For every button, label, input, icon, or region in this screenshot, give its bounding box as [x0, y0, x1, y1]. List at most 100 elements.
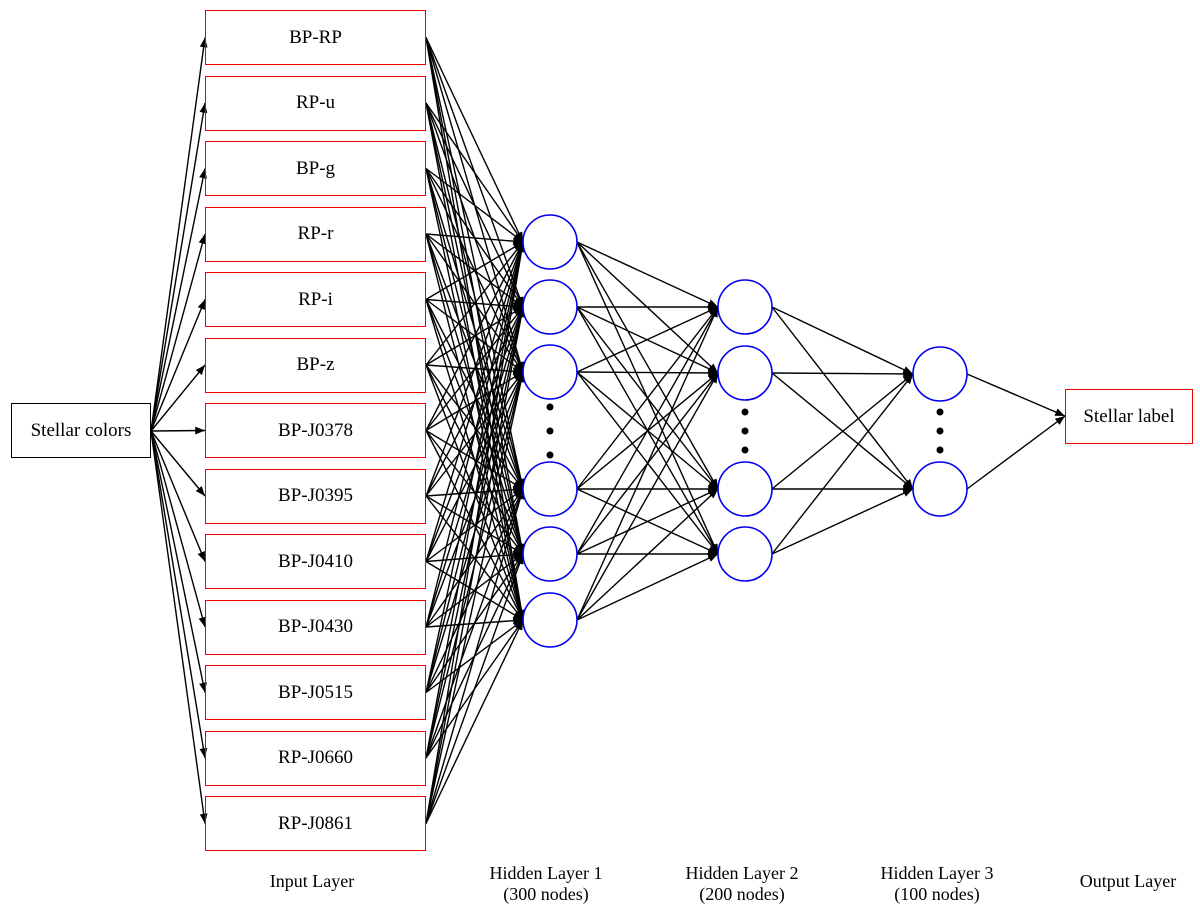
hidden1-ellipsis-dot	[546, 403, 554, 411]
edge-source-input	[150, 430, 207, 693]
edge-input-hidden1	[425, 488, 524, 693]
input-node: RP-i	[205, 272, 426, 327]
edge-input-hidden1	[425, 488, 524, 759]
edge-input-hidden1	[425, 306, 526, 824]
edge-hidden1-hidden2	[576, 306, 719, 373]
edge-hidden1-hidden2	[576, 553, 719, 621]
edge-hidden1-hidden2	[576, 306, 719, 555]
edge-input-hidden1	[425, 241, 524, 366]
input-node: BP-J0410	[205, 534, 426, 589]
edge-hidden2-hidden3	[771, 373, 914, 490]
hidden-layer-2-nodes: (200 nodes)	[699, 884, 785, 904]
input-node: BP-J0430	[205, 599, 426, 655]
edge-input-hidden1	[425, 364, 524, 490]
edge-input-hidden1	[425, 241, 526, 824]
edge-input-hidden1	[425, 37, 524, 243]
hidden1-neuron	[522, 592, 578, 648]
edge-hidden1-hidden2	[576, 241, 719, 490]
hidden3-neuron	[912, 346, 968, 402]
edge-input-hidden1	[425, 233, 524, 246]
output-layer-caption: Output Layer	[1079, 871, 1177, 891]
hidden3-ellipsis-dot	[936, 408, 944, 416]
hidden-layer-1-title: Hidden Layer 1	[489, 863, 603, 883]
hidden1-neuron	[522, 526, 578, 582]
input-layer-caption: Input Layer	[269, 871, 355, 891]
hidden3-neuron	[912, 461, 968, 517]
edge-hidden1-hidden2	[576, 488, 719, 621]
hidden1-neuron	[522, 214, 578, 270]
edge-source-input	[150, 37, 208, 432]
hidden-layer-1-nodes: (300 nodes)	[503, 884, 589, 904]
edge-source-input	[150, 430, 206, 562]
input-node: BP-g	[205, 141, 426, 196]
edge-hidden2-hidden3	[771, 306, 914, 375]
edge-input-hidden1	[425, 241, 524, 431]
input-node: BP-J0378	[205, 403, 426, 458]
edge-source-input	[150, 430, 208, 824]
hidden-layer-1-caption: Hidden Layer 1(300 nodes)	[456, 863, 636, 905]
edge-input-hidden1	[425, 241, 524, 562]
edge-input-hidden1	[425, 488, 524, 628]
edge-source-input	[150, 168, 207, 432]
edge-hidden1-hidden2	[576, 306, 719, 490]
edge-input-hidden1	[425, 241, 525, 693]
edge-source-input	[150, 299, 206, 432]
hidden3-ellipsis-dot	[936, 427, 944, 435]
input-node: BP-J0515	[205, 665, 426, 720]
edge-source-input	[150, 233, 207, 432]
edge-hidden1-hidden2	[576, 372, 719, 621]
edge-hidden1-hidden2	[576, 241, 719, 308]
edge-input-hidden1	[425, 488, 525, 824]
hidden1-neuron	[522, 279, 578, 335]
edge-hidden1-hidden2	[576, 306, 719, 621]
edge-input-hidden1	[425, 488, 524, 563]
edge-hidden1-hidden2	[576, 488, 719, 555]
input-node: BP-z	[205, 337, 426, 393]
edge-source-input	[150, 430, 207, 628]
source-node: Stellar colors	[11, 403, 151, 458]
hidden-layer-3-caption: Hidden Layer 3(100 nodes)	[847, 863, 1027, 905]
edge-hidden2-hidden3	[771, 306, 914, 490]
input-node: RP-r	[205, 206, 426, 262]
edge-hidden3-output	[966, 415, 1066, 490]
edge-source-input	[150, 430, 208, 759]
edge-input-hidden1	[425, 429, 524, 490]
input-node: RP-u	[205, 75, 426, 131]
edge-source-input	[150, 426, 206, 435]
hidden2-neuron	[717, 345, 773, 401]
edge-input-hidden1	[425, 241, 526, 759]
edge-input-hidden1	[425, 299, 524, 490]
edge-hidden3-output	[966, 373, 1066, 417]
edge-hidden2-hidden3	[771, 370, 914, 378]
hidden1-neuron	[522, 461, 578, 517]
edge-hidden2-hidden3	[771, 488, 914, 555]
hidden2-neuron	[717, 461, 773, 517]
hidden1-neuron	[522, 344, 578, 400]
edge-input-hidden1	[425, 241, 524, 497]
edge-input-hidden1	[425, 619, 524, 824]
hidden3-ellipsis-dot	[936, 446, 944, 454]
hidden-layer-2-title: Hidden Layer 2	[685, 863, 799, 883]
edge-input-hidden1	[425, 102, 524, 243]
input-node: RP-J0861	[205, 796, 426, 851]
hidden2-neuron	[717, 526, 773, 582]
input-node: RP-J0660	[205, 730, 426, 786]
hidden2-ellipsis-dot	[741, 427, 749, 435]
hidden2-ellipsis-dot	[741, 408, 749, 416]
edge-input-hidden1	[425, 241, 524, 301]
hidden1-ellipsis-dot	[546, 427, 554, 435]
output-node: Stellar label	[1065, 389, 1193, 444]
hidden1-ellipsis-dot	[546, 451, 554, 459]
input-node: BP-RP	[205, 10, 426, 65]
edge-input-hidden1	[425, 371, 525, 824]
edge-input-hidden1	[425, 167, 524, 243]
edge-source-input	[150, 102, 208, 432]
edge-hidden1-hidden2	[576, 369, 719, 377]
input-node: BP-J0395	[205, 468, 426, 524]
hidden-layer-3-nodes: (100 nodes)	[894, 884, 980, 904]
hidden-layer-2-caption: Hidden Layer 2(200 nodes)	[652, 863, 832, 905]
edge-source-input	[150, 430, 206, 497]
edge-hidden2-hidden3	[771, 373, 914, 555]
edge-input-hidden1	[425, 553, 524, 824]
